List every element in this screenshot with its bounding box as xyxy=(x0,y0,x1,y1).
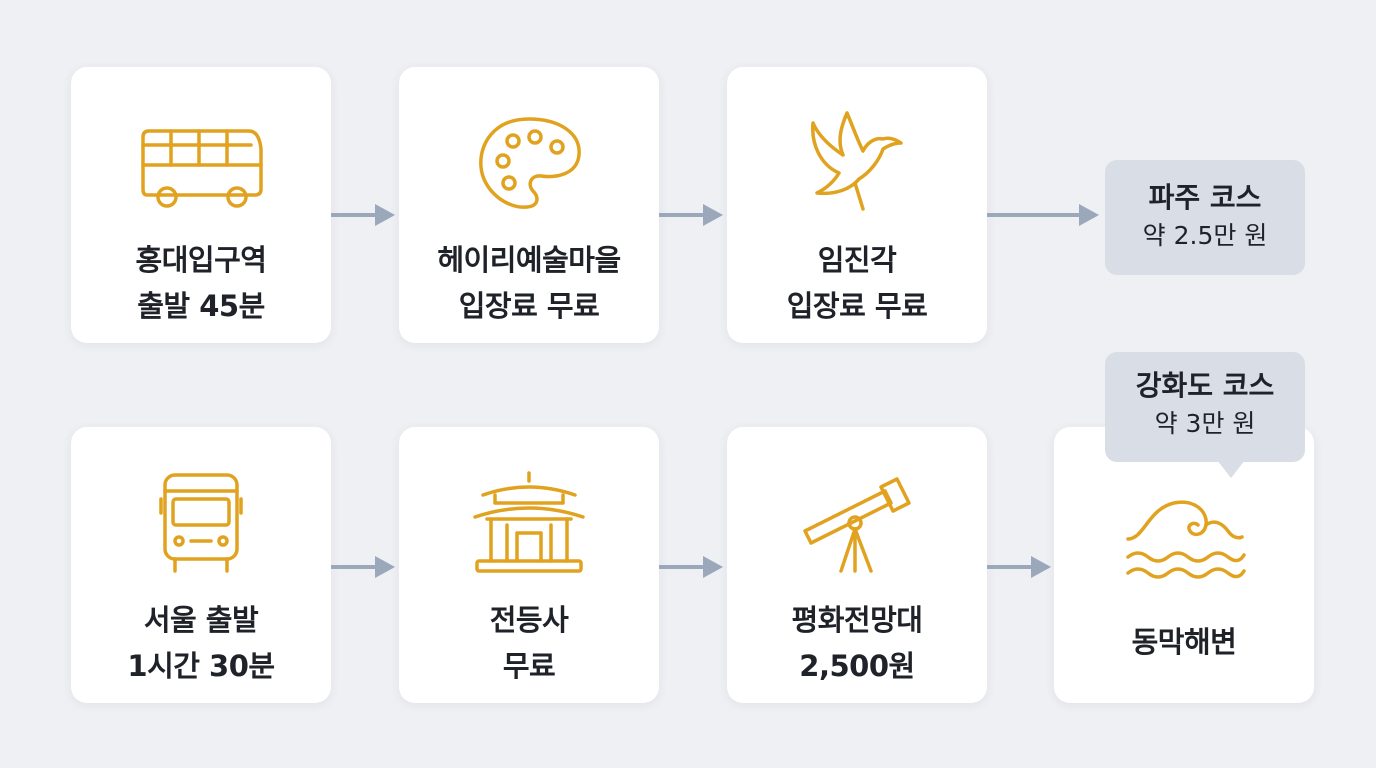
arrow-icon xyxy=(331,556,395,578)
step-detail: 출발 45분 xyxy=(137,289,265,323)
step-detail: 1시간 30분 xyxy=(127,649,275,683)
palette-icon xyxy=(469,109,589,217)
step-card-imjingak: 임진각 입장료 무료 xyxy=(727,67,987,343)
arrow-icon xyxy=(331,204,395,226)
wave-icon xyxy=(1124,479,1246,587)
step-card-hongdae: 홍대입구역 출발 45분 xyxy=(71,67,331,343)
arrow-icon xyxy=(987,204,1099,226)
course-price: 약 3만 원 xyxy=(1154,409,1256,438)
step-detail: 무료 xyxy=(502,649,556,683)
step-card-heyri: 헤이리예술마을 입장료 무료 xyxy=(399,67,659,343)
temple-icon xyxy=(469,469,589,577)
step-title: 헤이리예술마을 xyxy=(437,243,621,277)
step-card-peace-observatory: 평화전망대 2,500원 xyxy=(727,427,987,703)
course-badge-ganghwado: 강화도 코스 약 3만 원 xyxy=(1105,352,1305,478)
step-card-jeondeungsa: 전등사 무료 xyxy=(399,427,659,703)
step-detail: 2,500원 xyxy=(799,649,915,683)
step-title: 전등사 xyxy=(489,603,569,637)
step-detail: 입장료 무료 xyxy=(786,289,928,323)
course-price: 약 2.5만 원 xyxy=(1142,221,1268,250)
arrow-icon xyxy=(987,556,1051,578)
step-title: 임진각 xyxy=(817,243,897,277)
bus-side-icon xyxy=(141,109,263,217)
bus-front-icon xyxy=(141,469,261,577)
course-title: 강화도 코스 xyxy=(1135,369,1275,402)
course-title: 파주 코스 xyxy=(1148,181,1262,214)
step-title: 동막해변 xyxy=(1131,625,1237,659)
step-title: 홍대입구역 xyxy=(135,243,267,277)
arrow-icon xyxy=(659,556,723,578)
step-title: 서울 출발 xyxy=(143,603,259,637)
bubble-pointer-icon xyxy=(1217,460,1245,478)
arrow-icon xyxy=(659,204,723,226)
step-detail: 입장료 무료 xyxy=(458,289,600,323)
course-badge-paju: 파주 코스 약 2.5만 원 xyxy=(1105,160,1305,275)
step-card-seoul: 서울 출발 1시간 30분 xyxy=(71,427,331,703)
telescope-icon xyxy=(797,469,917,577)
step-card-dongmak-beach: 동막해변 xyxy=(1054,427,1314,703)
dove-icon xyxy=(797,109,917,217)
step-title: 평화전망대 xyxy=(791,603,923,637)
